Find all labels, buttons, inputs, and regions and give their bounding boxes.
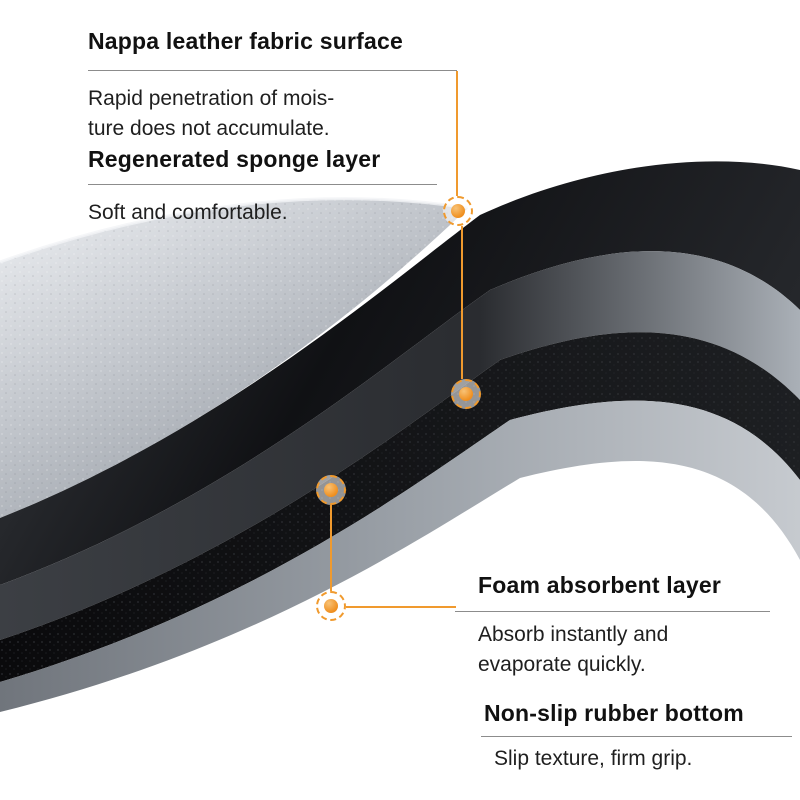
marker-dot-icon [324, 599, 338, 613]
sponge-layer-title: Regenerated sponge layer [88, 146, 381, 172]
marker-sponge-layer [451, 379, 481, 409]
connector-line-rubber [346, 606, 456, 608]
foam-layer-title: Foam absorbent layer [478, 572, 722, 598]
marker-fabric-surface [443, 196, 473, 226]
connector-line-fabric [456, 71, 458, 196]
sponge-title-underline [88, 184, 437, 185]
rubber-desc-line1: Slip texture, firm grip. [494, 747, 693, 770]
marker-dot-icon [459, 387, 473, 401]
marker-dot-icon [324, 483, 338, 497]
marker-rubber-bottom [316, 591, 346, 621]
fabric-title-underline [88, 70, 457, 71]
fabric-layer-title: Nappa leather fabric surface [88, 28, 403, 54]
sponge-desc-line1: Soft and comfortable. [88, 201, 288, 224]
connector-line-sponge [461, 226, 463, 379]
rubber-layer-description: Slip texture, firm grip. [494, 744, 692, 774]
sponge-layer-description: Soft and comfortable. [88, 198, 288, 228]
fabric-desc-line1: Rapid penetration of mois- [88, 87, 335, 110]
rubber-layer-title: Non-slip rubber bottom [484, 700, 744, 726]
rubber-title-underline [481, 736, 792, 737]
foam-desc-line1: Absorb instantly and [478, 623, 669, 646]
fabric-desc-line2: ture does not accumulate. [88, 117, 330, 140]
fabric-layer-description: Rapid penetration of mois- ture does not… [88, 84, 334, 144]
marker-dot-icon [451, 204, 465, 218]
foam-desc-line2: evaporate quickly. [478, 653, 646, 676]
foam-title-underline [455, 611, 770, 612]
connector-line-foam [330, 505, 332, 591]
foam-layer-description: Absorb instantly and evaporate quickly. [478, 620, 668, 680]
marker-foam-layer [316, 475, 346, 505]
